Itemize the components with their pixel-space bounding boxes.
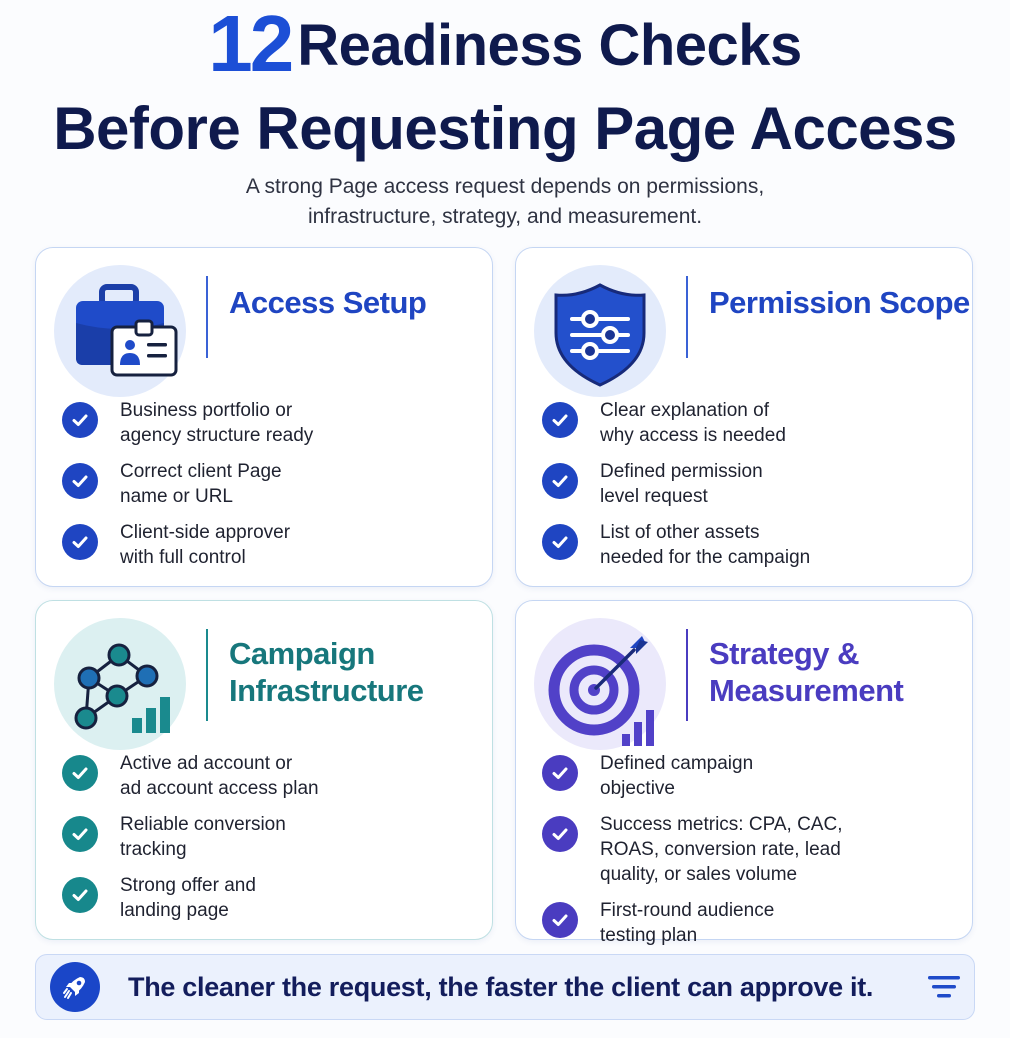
checklist: Clear explanation of why access is neede… — [542, 398, 962, 581]
menu-lines-icon — [926, 973, 962, 1003]
card-divider — [686, 629, 688, 721]
checkmark-icon — [542, 902, 578, 938]
checklist-item-text: First-round audience testing plan — [600, 900, 775, 946]
checklist-item-text: Success metrics: CPA, CAC, ROAS, convers… — [600, 814, 843, 885]
shield-sliders-icon — [534, 265, 666, 397]
target-arrow-chart-icon — [534, 618, 666, 750]
checklist-item: Defined campaign objective — [542, 751, 962, 801]
rocket-icon — [50, 962, 100, 1012]
checklist-item: Success metrics: CPA, CAC, ROAS, convers… — [542, 812, 962, 887]
checklist-item: Business portfolio or agency structure r… — [62, 398, 482, 448]
checklist-item-text: Active ad account or ad account access p… — [120, 753, 319, 799]
briefcase-id-card-icon — [54, 265, 186, 397]
checkmark-icon — [542, 816, 578, 852]
checklist-item-text: Defined campaign objective — [600, 753, 754, 799]
title-text-line1: Readiness Checks — [297, 13, 802, 78]
checklist-item: Defined permission level request — [542, 459, 962, 509]
checklist-item-text: List of other assets needed for the camp… — [600, 522, 811, 568]
checklist-item: List of other assets needed for the camp… — [542, 520, 962, 570]
checklist: Business portfolio or agency structure r… — [62, 398, 482, 581]
checklist: Active ad account or ad account access p… — [62, 751, 482, 934]
checkmark-icon — [542, 524, 578, 560]
checkmark-icon — [62, 524, 98, 560]
checklist-item: Strong offer and landing page — [62, 873, 482, 923]
card-title: Permission Scope — [709, 285, 970, 320]
footer-text: The cleaner the request, the faster the … — [128, 972, 874, 1002]
card-strategy-measurement: Strategy & Measurement Defined campaign … — [515, 600, 973, 946]
card-campaign-infrastructure: Campaign Infrastructure Active ad accoun… — [35, 600, 493, 940]
card-divider — [206, 629, 208, 721]
checklist: Defined campaign objective Success metri… — [542, 751, 962, 959]
card-title: Campaign Infrastructure — [229, 636, 424, 708]
checklist-item: Clear explanation of why access is neede… — [542, 398, 962, 448]
checkmark-icon — [62, 402, 98, 438]
title-number: 12 — [208, 0, 294, 88]
checklist-item-text: Reliable conversion tracking — [120, 814, 286, 860]
checkmark-icon — [62, 755, 98, 791]
card-access-setup: Access Setup Business portfolio or agenc… — [35, 247, 493, 587]
checklist-item: Correct client Page name or URL — [62, 459, 482, 509]
checkmark-icon — [542, 755, 578, 791]
checkmark-icon — [542, 402, 578, 438]
card-permission-scope: Permission Scope Clear explanation of wh… — [515, 247, 973, 587]
checkmark-icon — [542, 463, 578, 499]
checklist-item-text: Clear explanation of why access is neede… — [600, 400, 786, 446]
card-title: Strategy & Measurement — [709, 636, 904, 708]
checklist-item: Active ad account or ad account access p… — [62, 751, 482, 801]
checklist-item-text: Business portfolio or agency structure r… — [120, 400, 314, 446]
checkmark-icon — [62, 877, 98, 913]
checklist-item: Reliable conversion tracking — [62, 812, 482, 862]
footer-banner: The cleaner the request, the faster the … — [35, 954, 975, 1020]
card-title: Access Setup — [229, 285, 427, 320]
card-divider — [206, 276, 208, 358]
network-chart-icon — [54, 618, 186, 750]
page-title-line2: Before Requesting Page Access — [53, 95, 957, 162]
page-subtitle: A strong Page access request depends on … — [245, 175, 765, 228]
checklist-item-text: Defined permission level request — [600, 461, 763, 507]
checklist-item-text: Strong offer and landing page — [120, 875, 256, 921]
checklist-item: Client-side approver with full control — [62, 520, 482, 570]
card-divider — [686, 276, 688, 358]
checkmark-icon — [62, 463, 98, 499]
checklist-item: First-round audience testing plan — [542, 898, 962, 948]
checklist-item-text: Client-side approver with full control — [120, 522, 291, 568]
checklist-item-text: Correct client Page name or URL — [120, 461, 282, 507]
checkmark-icon — [62, 816, 98, 852]
